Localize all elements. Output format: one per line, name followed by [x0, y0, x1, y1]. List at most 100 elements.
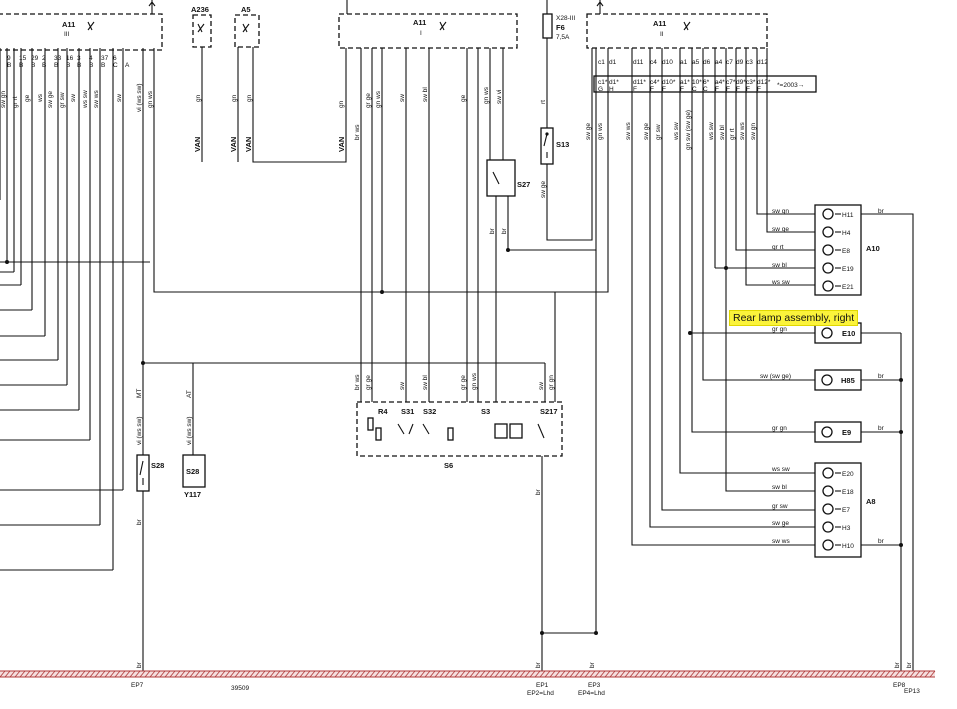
svg-text:br: br [878, 373, 885, 380]
lamp-icon [822, 539, 834, 551]
svg-text:sw: sw [399, 382, 406, 390]
pin-label: F [757, 86, 761, 93]
svg-text:sw: sw [399, 94, 406, 102]
pin-label: F [726, 86, 730, 93]
switch-s13: rt S13 sw ge [540, 43, 593, 241]
lamp-icon [822, 280, 834, 292]
lamp-icon [822, 244, 834, 256]
svg-text:S32: S32 [423, 407, 436, 416]
pin-label: 29 [31, 55, 39, 62]
drawing-number: 39509 [231, 685, 249, 692]
svg-text:br: br [501, 227, 508, 234]
svg-text:ws sw: ws sw [673, 122, 680, 141]
ground-point-label: EP8 [893, 682, 906, 689]
svg-text:br: br [878, 208, 885, 215]
svg-text:sw bl: sw bl [719, 125, 726, 140]
svg-text:sw bl: sw bl [772, 484, 787, 491]
svg-text:br: br [906, 661, 913, 668]
a11-left-wires [0, 48, 609, 571]
svg-text:sw ge: sw ge [772, 226, 789, 233]
connector-strip-a11-right: c1*d1*d11*c4*d10*a1*10*6*a4*c7*d9*c3*d12… [593, 75, 817, 93]
module-label: A11 [62, 20, 75, 29]
pin-label: B [7, 62, 11, 69]
svg-text:sw ge: sw ge [772, 520, 789, 527]
svg-text:gn: gn [231, 94, 238, 102]
svg-text:sw gn: sw gn [0, 91, 7, 108]
svg-text:br ws: br ws [354, 374, 361, 390]
pin-label: c1* [598, 79, 608, 86]
svg-text:sw: sw [538, 382, 545, 390]
fuse-connector: X28-III [556, 15, 575, 22]
pin-label: d1 [609, 59, 617, 66]
svg-text:ws sw: ws sw [708, 122, 715, 141]
module-label: A5 [241, 5, 251, 14]
svg-text:br: br [894, 661, 901, 668]
svg-text:br ws: br ws [354, 124, 361, 140]
svg-text:ge: ge [460, 94, 467, 102]
svg-text:S217: S217 [540, 407, 558, 416]
svg-text:vi (ws sw): vi (ws sw) [136, 416, 143, 445]
lamp-label: E18 [842, 489, 854, 496]
ground-point-label: EP4=Lhd [578, 690, 605, 697]
fuse-rating: 7,5A [556, 34, 570, 41]
pin-label: d9* [736, 79, 746, 86]
pin-label: B [31, 62, 35, 69]
svg-text:gr sw: gr sw [59, 92, 66, 108]
a11-mid-wires: gn br ws gr ge gn ws sw sw bl ge gn ws s… [338, 48, 504, 402]
lamp-label: H11 [842, 212, 854, 219]
svg-text:ws sw: ws sw [82, 90, 89, 109]
pin-label: F [650, 86, 654, 93]
lamp-label: E20 [842, 471, 854, 478]
pin-label: d10 [662, 59, 673, 66]
lamp-icon [822, 226, 834, 238]
module-sublabel: II [660, 31, 664, 38]
lamp-icon [822, 485, 834, 497]
svg-text:gr rt: gr rt [729, 128, 736, 140]
pin-label: d9 [736, 59, 744, 66]
lamp-icon [822, 521, 834, 533]
svg-text:rt: rt [540, 100, 547, 104]
pin-label: d10* [662, 79, 676, 86]
svg-text:gn ws: gn ws [597, 122, 604, 140]
lamp-label: E9 [842, 428, 851, 437]
pin-label: B [66, 62, 70, 69]
svg-text:VAN: VAN [193, 137, 202, 152]
a11-right-wires: sw ge gn ws sw ws sw ge gr sw ws sw gn s… [585, 48, 815, 546]
lamp-icon [822, 503, 834, 515]
lamp-assembly-a8: A8 ws sw sw bl gr sw sw ge sw ws E20E18E… [771, 462, 901, 558]
svg-text:gr rt: gr rt [12, 96, 19, 108]
fuse-label: F6 [556, 23, 565, 32]
svg-text:sw bl: sw bl [772, 262, 787, 269]
fuse-f6: X28-III F6 7,5A [542, 0, 575, 43]
module-label: A11 [413, 18, 426, 27]
svg-text:sw ge: sw ge [47, 91, 54, 108]
svg-text:gr rt: gr rt [772, 244, 784, 251]
pin-label: C [113, 62, 118, 69]
lamp-label: E19 [842, 266, 854, 273]
svg-text:gr gn: gr gn [772, 425, 787, 432]
pin-label: C [692, 86, 697, 93]
svg-text:br: br [136, 661, 143, 668]
lamp-label: E21 [842, 284, 854, 291]
svg-text:gr gn: gr gn [548, 375, 555, 390]
switch-label: S28 [151, 461, 164, 470]
svg-text:sw bl: sw bl [422, 375, 429, 390]
svg-text:gr gn: gr gn [772, 326, 787, 333]
pin-label: 2 [42, 55, 46, 62]
svg-text:gn ws: gn ws [147, 90, 154, 108]
pin-label: C [703, 86, 708, 93]
module-a11-mid: A11 I [338, 0, 518, 49]
lamp-label: H10 [842, 543, 854, 550]
lamp-h85: H85 sw (sw ge) br [760, 369, 901, 391]
lamp-icon [822, 208, 834, 220]
pin-label: d12 [757, 59, 768, 66]
pin-label: c3 [746, 59, 753, 66]
pin-label: c7 [726, 59, 733, 66]
pin-label: 10* [692, 79, 702, 86]
pin-label: B [89, 62, 93, 69]
svg-text:gn: gn [338, 100, 345, 108]
